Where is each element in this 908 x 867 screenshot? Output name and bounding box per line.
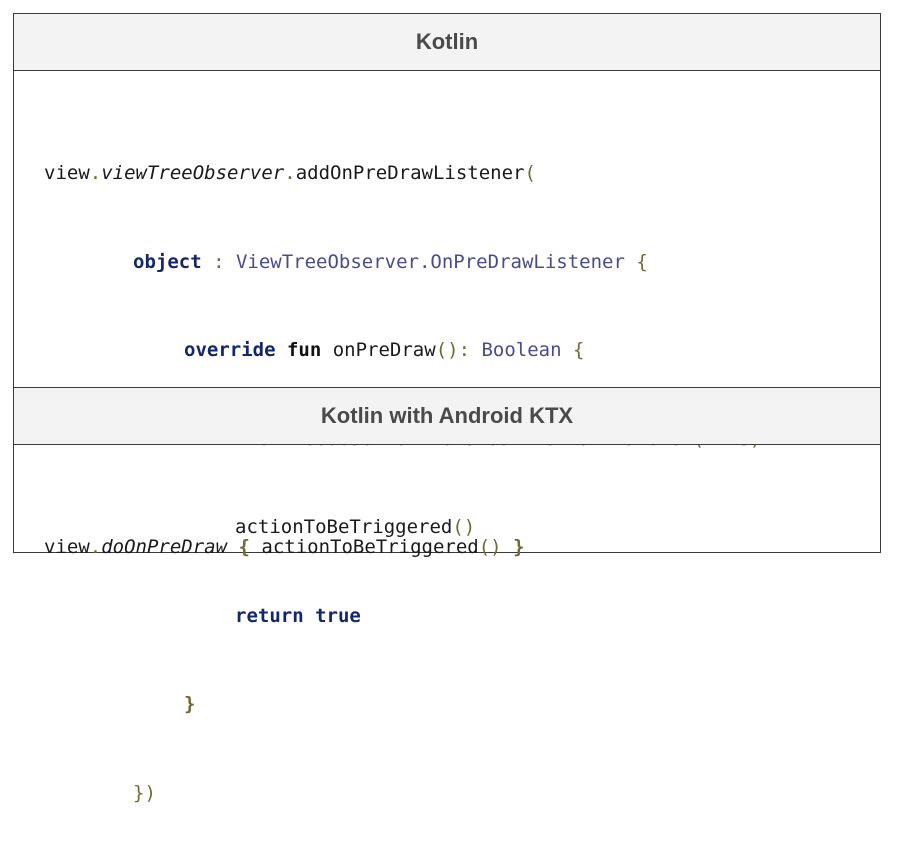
code-token: override — [184, 339, 276, 361]
section-title-kotlin-ktx: Kotlin with Android KTX — [14, 387, 880, 445]
code-line: view.viewTreeObserver.addOnPreDrawListen… — [44, 159, 761, 189]
code-token: (): — [435, 339, 471, 361]
code-token: { — [624, 250, 648, 273]
code-token: actionToBeTriggered — [249, 536, 479, 558]
code-token: viewTreeObserver — [101, 162, 285, 184]
code-token: () — [452, 516, 476, 538]
code-token: { — [561, 339, 585, 361]
code-token: } — [501, 536, 525, 558]
code-token: { — [227, 536, 250, 558]
code-token: fun — [286, 339, 322, 361]
code-line: actionToBeTriggered() — [44, 513, 761, 543]
section-title-kotlin: Kotlin — [14, 14, 880, 71]
code-line: object : ViewTreeObserver.OnPreDrawListe… — [44, 248, 761, 278]
code-token: ( — [524, 162, 536, 184]
code-block-kotlin-ktx: view.doOnPreDraw { actionToBeTriggered()… — [44, 474, 525, 622]
code-token: addOnPreDrawListener — [295, 162, 525, 184]
code-token: doOnPreDraw — [101, 536, 228, 558]
code-token: Boolean — [470, 339, 562, 361]
code-token: ViewTreeObserver.OnPreDrawListener — [235, 250, 625, 273]
code-line: } — [44, 690, 761, 720]
code-token: . — [89, 162, 102, 184]
code-line: override fun onPreDraw(): Boolean { — [44, 336, 761, 366]
code-token: . — [89, 536, 102, 558]
code-token: . — [284, 162, 296, 184]
code-line: }) — [44, 779, 761, 809]
code-token: : — [201, 250, 236, 273]
comparison-table: Kotlin view.viewTreeObserver.addOnPreDra… — [13, 13, 881, 804]
code-token: }) — [133, 781, 156, 804]
code-token: } — [184, 693, 196, 715]
code-token: view — [44, 536, 90, 558]
code-line: view.doOnPreDraw { actionToBeTriggered()… — [44, 533, 525, 563]
code-token: object — [133, 250, 202, 273]
code-token: onPreDraw — [321, 339, 436, 361]
code-token: view — [44, 162, 90, 184]
code-token: () — [478, 536, 502, 558]
code-token: actionToBeTriggered — [235, 516, 453, 538]
